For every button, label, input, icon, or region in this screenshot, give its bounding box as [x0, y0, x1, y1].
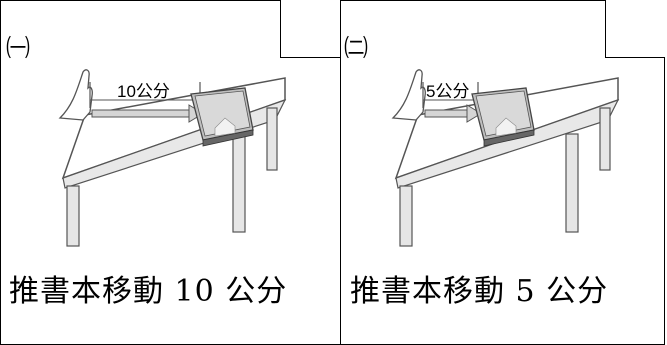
answer-box-2[interactable]: [605, 0, 665, 58]
table-push-illustration-2: 5公分: [391, 69, 620, 247]
hand-icon: [58, 69, 93, 121]
table-leg: [599, 107, 611, 171]
table-leg: [266, 107, 278, 171]
table-leg: [232, 133, 246, 233]
hand-icon: [391, 69, 426, 121]
answer-box-1[interactable]: [280, 0, 340, 58]
option-mark-2: ㈡: [344, 34, 368, 62]
distance-label-2: 5公分: [426, 82, 469, 101]
panel-divider: [340, 0, 341, 345]
caption-1: 推書本移動 10 公分: [9, 274, 288, 309]
distance-label-1: 10公分: [117, 82, 170, 101]
table-push-illustration-1: 10公分: [58, 69, 287, 247]
table-leg: [66, 185, 80, 247]
table-leg: [565, 133, 579, 233]
option-mark-1: ㈠: [6, 34, 30, 62]
table-leg: [399, 185, 413, 247]
caption-2: 推書本移動 5 公分: [350, 274, 609, 309]
arrow-icon: [466, 104, 482, 123]
